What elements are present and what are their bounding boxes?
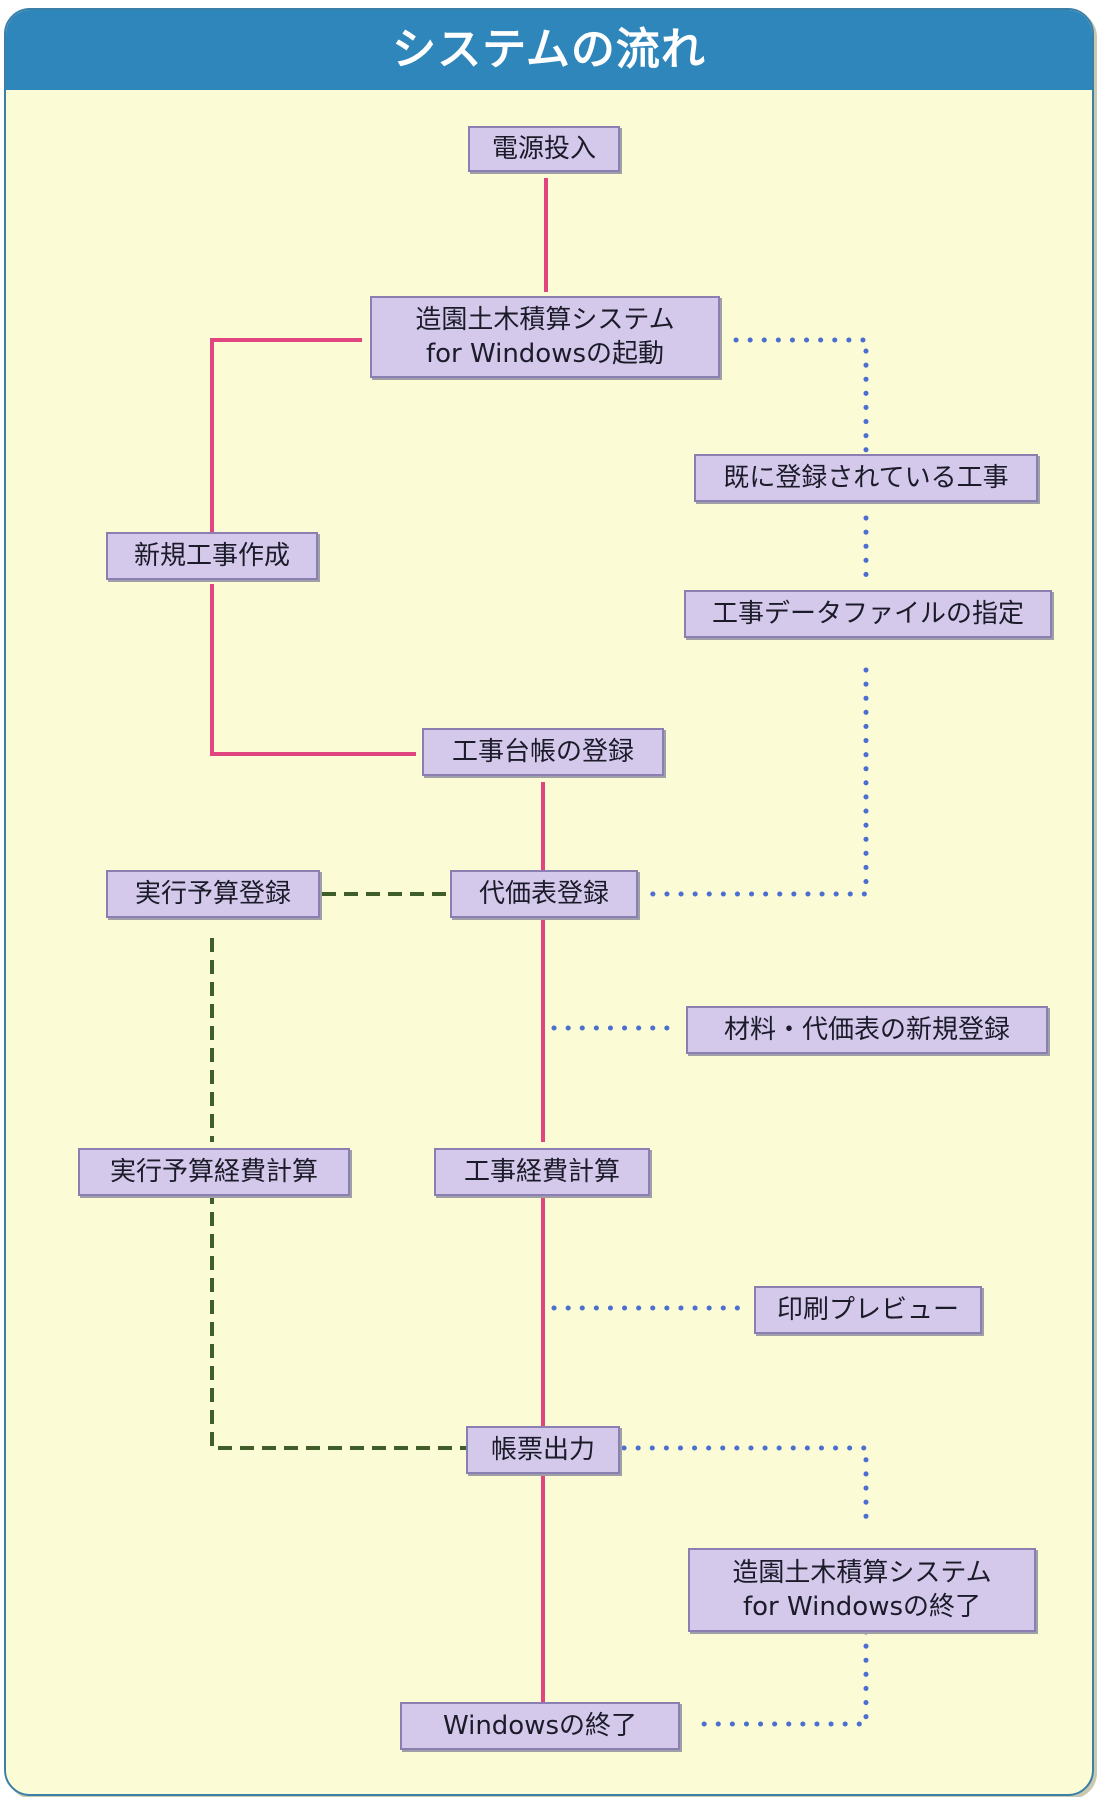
node-label: 印刷プレビュー <box>776 1295 959 1325</box>
node-label: 造園土木積算システム <box>415 305 675 335</box>
node-project-cost-calc: 工事経費計算 <box>434 1148 650 1196</box>
header-bar: システムの流れ <box>6 10 1092 90</box>
node-register-ledger: 工事台帳の登録 <box>422 728 664 776</box>
line-appexit-to-winexit <box>695 1629 869 1727</box>
line-datafile-to-unitprice <box>641 667 869 897</box>
page-title: システムの流れ <box>392 24 706 75</box>
node-label: 造園土木積算システム <box>732 1558 992 1588</box>
node-existing-project: 既に登録されている工事 <box>694 454 1038 502</box>
node-label: 電源投入 <box>491 134 596 164</box>
node-print-preview: 印刷プレビュー <box>754 1286 982 1334</box>
line-start-to-new <box>210 338 362 532</box>
node-label: 材料・代価表の新規登録 <box>723 1015 1010 1045</box>
line-start-to-existing <box>733 337 869 453</box>
line-budgetcalc-to-report <box>210 1190 466 1450</box>
line-new-to-ledger <box>210 584 416 756</box>
node-unit-price-register: 代価表登録 <box>450 870 638 918</box>
flow-panel: システムの流れ 電源投入 造園土木積算システム for Windowsの起動 <box>4 8 1094 1796</box>
node-label: 実行予算経費計算 <box>109 1157 318 1187</box>
connector-lines <box>210 178 869 1727</box>
node-label: 実行予算登録 <box>134 879 291 909</box>
node-label: Windowsの終了 <box>442 1711 638 1741</box>
node-label: 工事経費計算 <box>463 1157 620 1187</box>
node-label: for Windowsの終了 <box>742 1592 982 1622</box>
node-label: 既に登録されている工事 <box>723 463 1009 493</box>
node-label: for Windowsの起動 <box>425 339 665 369</box>
node-label: 工事データファイルの指定 <box>711 599 1024 629</box>
node-windows-exit: Windowsの終了 <box>400 1702 680 1750</box>
node-report-output: 帳票出力 <box>466 1426 620 1474</box>
node-material-new-register: 材料・代価表の新規登録 <box>686 1006 1048 1054</box>
node-label: 帳票出力 <box>490 1435 595 1465</box>
line-report-to-appexit <box>621 1445 869 1529</box>
node-label: 新規工事作成 <box>133 541 290 571</box>
node-label: 工事台帳の登録 <box>451 737 634 767</box>
node-power-on: 電源投入 <box>468 126 620 172</box>
node-label: 代価表登録 <box>478 879 609 909</box>
node-budget-register: 実行予算登録 <box>106 870 320 918</box>
node-app-exit: 造園土木積算システム for Windowsの終了 <box>688 1548 1036 1632</box>
node-new-project: 新規工事作成 <box>106 532 318 580</box>
node-specify-data-file: 工事データファイルの指定 <box>684 590 1052 638</box>
node-budget-cost-calc: 実行予算経費計算 <box>78 1148 350 1196</box>
node-app-start: 造園土木積算システム for Windowsの起動 <box>370 296 720 378</box>
